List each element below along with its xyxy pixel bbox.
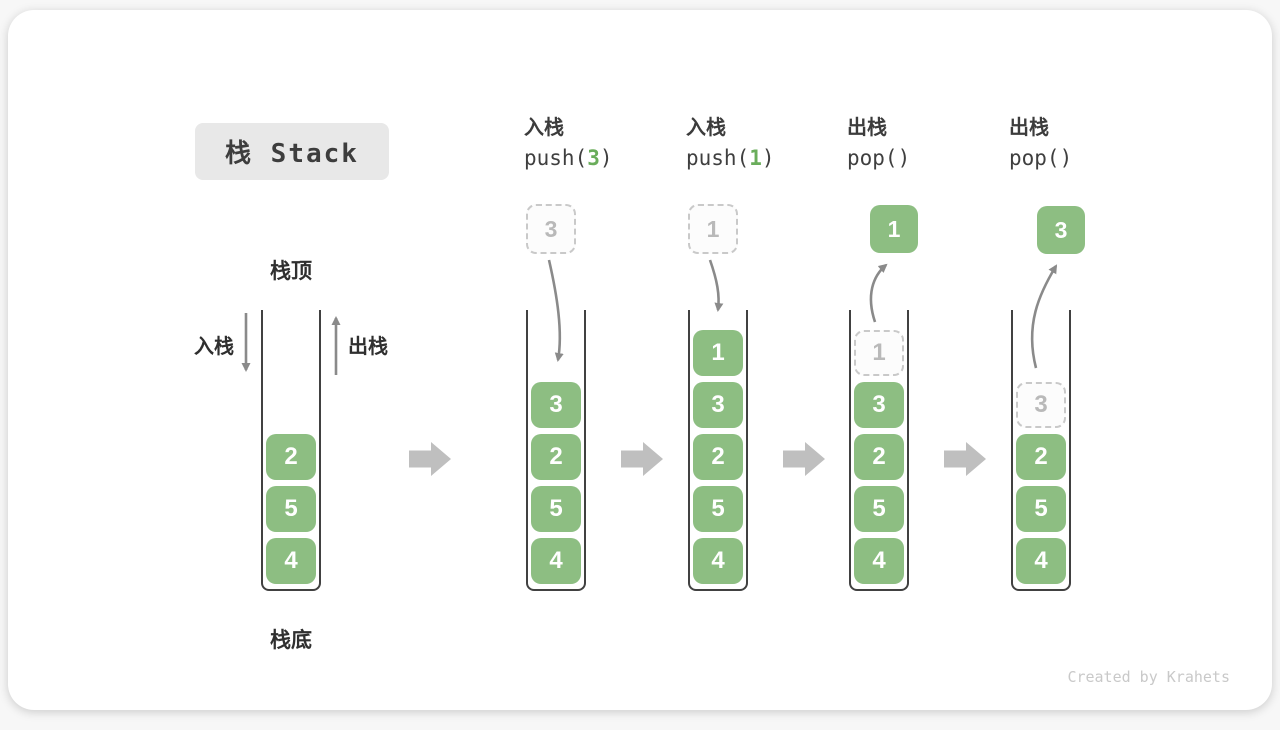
stack-block: 2 — [531, 434, 581, 480]
method-call-label: push(1) — [686, 146, 775, 170]
stack-container: 3 2 5 4 — [526, 310, 586, 591]
column-header: 入栈 push(1) — [686, 115, 846, 174]
stack-block: 4 — [693, 538, 743, 584]
operation-label: 出栈 — [847, 117, 887, 139]
flow-arrow-icon — [783, 442, 825, 476]
stack-container: 1 3 2 5 4 — [688, 310, 748, 591]
diagram-card: 栈 Stack 栈顶 栈底 入栈 出栈 2 5 4 入栈 push(3) 3 3 2 5 4 入… — [8, 10, 1272, 710]
stack-block: 4 — [1016, 538, 1066, 584]
ghost-block: 1 — [854, 330, 904, 376]
stack-block: 5 — [531, 486, 581, 532]
stack-block: 1 — [693, 330, 743, 376]
stack-top-label: 栈顶 — [270, 260, 312, 283]
stack-column: 入栈 push(3) 3 3 2 5 4 — [524, 10, 613, 730]
stack-block: 4 — [531, 538, 581, 584]
method-call-label: pop() — [1009, 146, 1073, 170]
stack-column: 入栈 push(1) 1 1 3 2 5 4 — [686, 10, 775, 730]
flow-arrow-icon — [621, 442, 663, 476]
watermark: Created by Krahets — [1067, 668, 1230, 686]
stack-bottom-label: 栈底 — [270, 629, 312, 652]
stack-block: 5 — [1016, 486, 1066, 532]
pop-direction-label: 出栈 — [348, 336, 388, 358]
stack-block: 2 — [854, 434, 904, 480]
stack-column: 出栈 pop() 1 1 3 2 5 4 — [847, 10, 918, 730]
stack-block: 2 — [693, 434, 743, 480]
column-header: 出栈 pop() — [1009, 115, 1169, 174]
stack-container: 1 3 2 5 4 — [849, 310, 909, 591]
stack-block: 5 — [266, 486, 316, 532]
floating-block: 3 — [1037, 206, 1085, 254]
stack-container: 2 5 4 — [261, 310, 321, 591]
method-call-label: push(3) — [524, 146, 613, 170]
stack-container: 3 2 5 4 — [1011, 310, 1071, 591]
flow-arrow-icon — [944, 442, 986, 476]
column-header: 出栈 pop() — [847, 115, 1007, 174]
stack-block: 2 — [266, 434, 316, 480]
operation-label: 入栈 — [686, 117, 726, 139]
stack-block: 4 — [266, 538, 316, 584]
stack-block: 2 — [1016, 434, 1066, 480]
stack-block: 4 — [854, 538, 904, 584]
flow-arrow-icon — [409, 442, 451, 476]
column-header: 入栈 push(3) — [524, 115, 684, 174]
diagram-title: 栈 Stack — [195, 123, 389, 180]
stack-block: 5 — [693, 486, 743, 532]
stack-block: 3 — [531, 382, 581, 428]
stack-column: 出栈 pop() 3 3 2 5 4 — [1009, 10, 1085, 730]
floating-block: 3 — [526, 204, 576, 254]
stack-block: 5 — [854, 486, 904, 532]
operation-label: 入栈 — [524, 117, 564, 139]
push-direction-label: 入栈 — [194, 336, 234, 358]
method-call-label: pop() — [847, 146, 911, 170]
floating-block: 1 — [688, 204, 738, 254]
stack-block: 3 — [854, 382, 904, 428]
ghost-block: 3 — [1016, 382, 1066, 428]
floating-block: 1 — [870, 205, 918, 253]
stack-column: 2 5 4 — [261, 10, 321, 730]
operation-label: 出栈 — [1009, 117, 1049, 139]
stack-block: 3 — [693, 382, 743, 428]
